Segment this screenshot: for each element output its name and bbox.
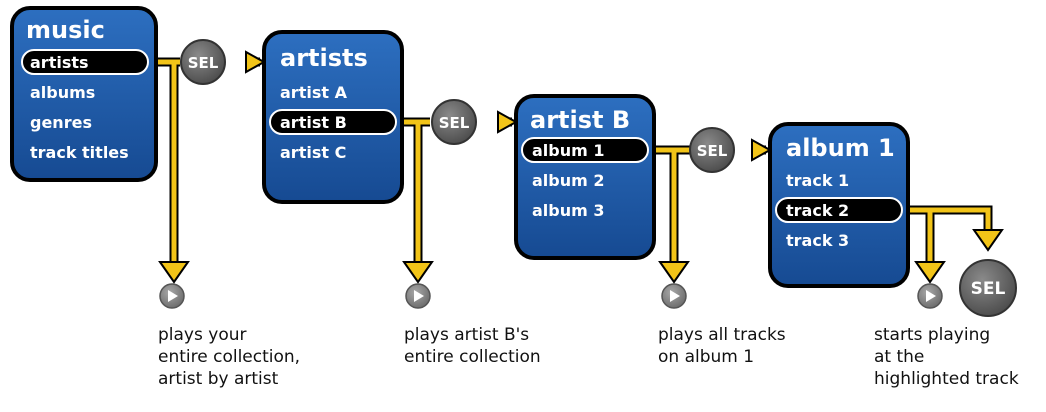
caption-line: entire collection,: [158, 347, 301, 367]
menu-item-artist-a[interactable]: artist A: [280, 83, 348, 102]
caption-play-track: starts playing at the highlighted track: [874, 324, 1019, 390]
caption-play-collection: plays your entire collection, artist by …: [158, 324, 300, 390]
menu-item-track-titles[interactable]: track titles: [30, 143, 129, 162]
arrow-artistB-to-album1: [652, 138, 773, 284]
caption-line: entire collection: [404, 347, 541, 367]
caption-play-artist: plays artist B's entire collection: [404, 324, 541, 368]
sel-label: SEL: [188, 54, 219, 72]
menu-item-album-3[interactable]: album 3: [532, 201, 605, 220]
panel-music: music artists albums genres track titles: [10, 6, 158, 182]
sel-button-4[interactable]: SEL: [959, 259, 1017, 317]
highlight-bar: [21, 49, 149, 75]
sel-label: SEL: [439, 114, 470, 132]
play-button-4[interactable]: [917, 283, 943, 309]
sel-button-3[interactable]: SEL: [689, 127, 735, 173]
play-icon: [414, 290, 424, 302]
sel-label: SEL: [697, 142, 728, 160]
menu-item-album-2[interactable]: album 2: [532, 171, 605, 190]
caption-line: at the: [874, 347, 925, 367]
caption-line: highlighted track: [874, 369, 1019, 389]
menu-item-artist-c[interactable]: artist C: [280, 143, 346, 162]
caption-line: plays artist B's: [404, 325, 530, 345]
play-button-2[interactable]: [405, 283, 431, 309]
highlight-bar: [269, 109, 397, 135]
caption-line: on album 1: [658, 347, 755, 367]
sel-button-2[interactable]: SEL: [431, 99, 477, 145]
caption-line: plays your: [158, 325, 247, 345]
play-icon: [926, 290, 936, 302]
caption-line: artist by artist: [158, 369, 279, 389]
panel-artist-b: artist B album 1 album 2 album 3: [514, 94, 656, 260]
panel-album-1: album 1 track 1 track 2 track 3: [768, 122, 910, 288]
menu-item-artist-b[interactable]: artist B: [280, 113, 347, 132]
arrow-track2-to-play: [904, 205, 1004, 284]
caption-play-album: plays all tracks on album 1: [658, 324, 786, 368]
arrow-music-to-artists: [150, 50, 267, 284]
menu-item-artists[interactable]: artists: [30, 53, 89, 72]
panel-title: music: [26, 16, 105, 44]
panel-title: artists: [280, 44, 368, 72]
menu-item-track-1[interactable]: track 1: [786, 171, 849, 190]
menu-item-album-1[interactable]: album 1: [532, 141, 605, 160]
menu-item-track-3[interactable]: track 3: [786, 231, 849, 250]
menu-item-albums[interactable]: albums: [30, 83, 95, 102]
play-button-3[interactable]: [661, 283, 687, 309]
sel-button-1[interactable]: SEL: [180, 39, 226, 85]
play-icon: [168, 290, 178, 302]
play-button-1[interactable]: [159, 283, 185, 309]
panel-title: artist B: [530, 106, 630, 134]
panel-artists: artists artist A artist B artist C: [262, 30, 404, 204]
caption-line: starts playing: [874, 325, 991, 345]
menu-item-genres[interactable]: genres: [30, 113, 92, 132]
caption-line: plays all tracks: [658, 325, 786, 345]
highlight-bar: [521, 137, 649, 163]
highlight-bar: [775, 197, 903, 223]
sel-label: SEL: [971, 279, 1006, 299]
menu-item-track-2[interactable]: track 2: [786, 201, 849, 220]
play-icon: [670, 290, 680, 302]
panel-title: album 1: [786, 134, 895, 162]
